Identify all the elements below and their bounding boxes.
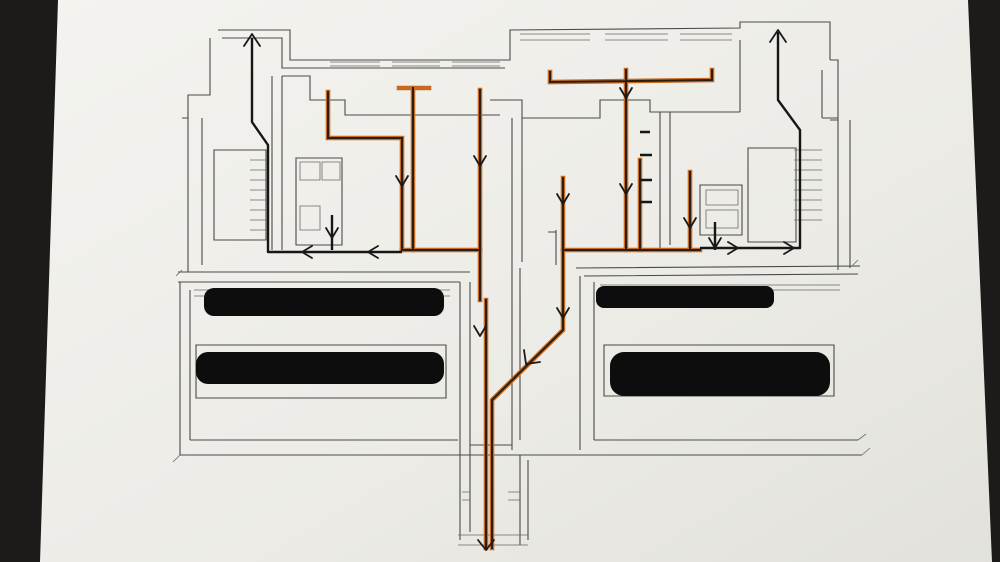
flow-lines xyxy=(250,32,802,254)
paper-sheet xyxy=(40,0,992,562)
arrow-down-icon xyxy=(619,183,633,195)
arrow-down-icon xyxy=(556,307,570,319)
arrow-up-right-icon xyxy=(769,29,787,43)
arrow-left-icon xyxy=(301,245,313,259)
arrow-right-icon xyxy=(727,241,739,255)
arrow-up-left-icon xyxy=(243,33,261,47)
arrow-down-icon xyxy=(556,193,570,205)
direction-arrows xyxy=(243,29,795,551)
redaction-bar-bottom-left xyxy=(196,352,444,384)
redaction-bar-bottom-right xyxy=(610,352,830,396)
arrow-down-icon xyxy=(477,539,495,551)
pipe-network xyxy=(325,67,715,551)
arrow-left-icon xyxy=(367,245,379,259)
arrow-down-icon xyxy=(473,155,487,167)
arrow-down-icon xyxy=(325,227,339,239)
arrow-down-icon xyxy=(619,87,633,99)
arrow-down-icon xyxy=(683,217,697,229)
arrow-right-icon xyxy=(783,241,795,255)
arrow-down-icon xyxy=(473,325,487,337)
redactions xyxy=(196,286,830,396)
arrow-down-icon xyxy=(395,175,409,187)
redaction-bar-top-left xyxy=(204,288,444,316)
arrow-down-left-icon xyxy=(523,349,541,365)
redaction-bar-top-right xyxy=(596,286,774,308)
arrow-down-icon xyxy=(708,237,722,249)
